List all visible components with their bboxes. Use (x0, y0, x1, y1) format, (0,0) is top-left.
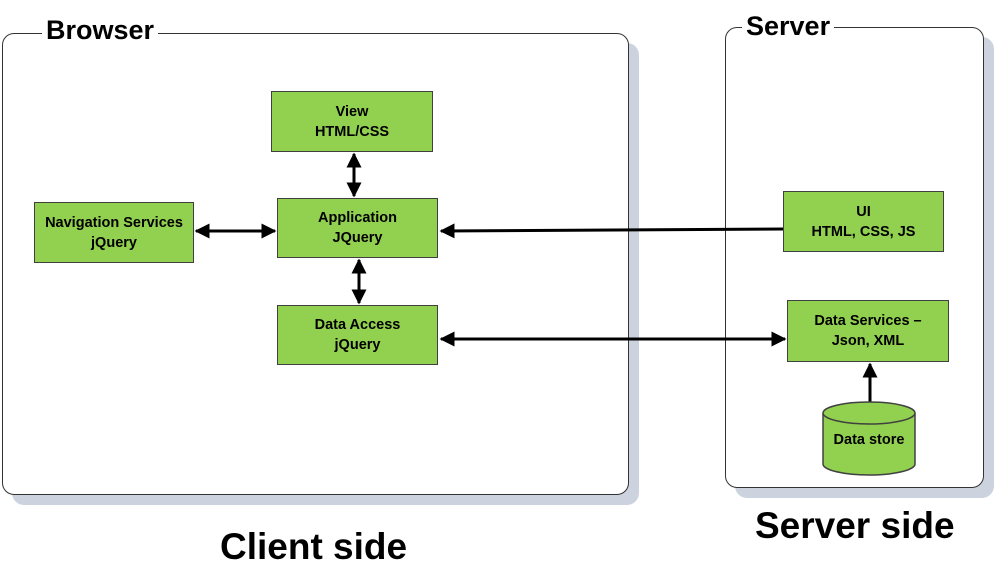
application-box: Application JQuery (277, 198, 438, 258)
navigation-box-line1: Navigation Services (45, 214, 183, 231)
data-store-label: Data store (833, 432, 905, 448)
view-box-line1: View (335, 103, 369, 120)
data-access-box-line1: Data Access (314, 317, 401, 333)
browser-title: Browser (42, 15, 159, 45)
data-access-box-line2: jQuery (334, 337, 381, 353)
view-box: View HTML/CSS (271, 91, 433, 152)
navigation-services-box: Navigation Services jQuery (34, 202, 194, 263)
navigation-box-line2: jQuery (91, 234, 137, 251)
application-box-line1: Application (318, 210, 397, 226)
data-services-box-line2: Json, XML (831, 333, 905, 349)
ui-box-line1: UI (856, 203, 871, 220)
client-side-label: Client side (220, 526, 408, 567)
application-box-line2: JQuery (332, 230, 383, 246)
ui-box-line2: HTML, CSS, JS (811, 223, 916, 240)
server-side-label: Server side (755, 505, 955, 546)
ui-box: UI HTML, CSS, JS (783, 191, 944, 252)
data-services-box-line1: Data Services – (814, 313, 922, 329)
data-services-box: Data Services – Json, XML (787, 300, 949, 362)
data-access-box: Data Access jQuery (277, 305, 438, 365)
view-box-line2: HTML/CSS (314, 123, 390, 140)
server-title: Server (742, 11, 835, 41)
data-store-cylinder (822, 401, 916, 476)
